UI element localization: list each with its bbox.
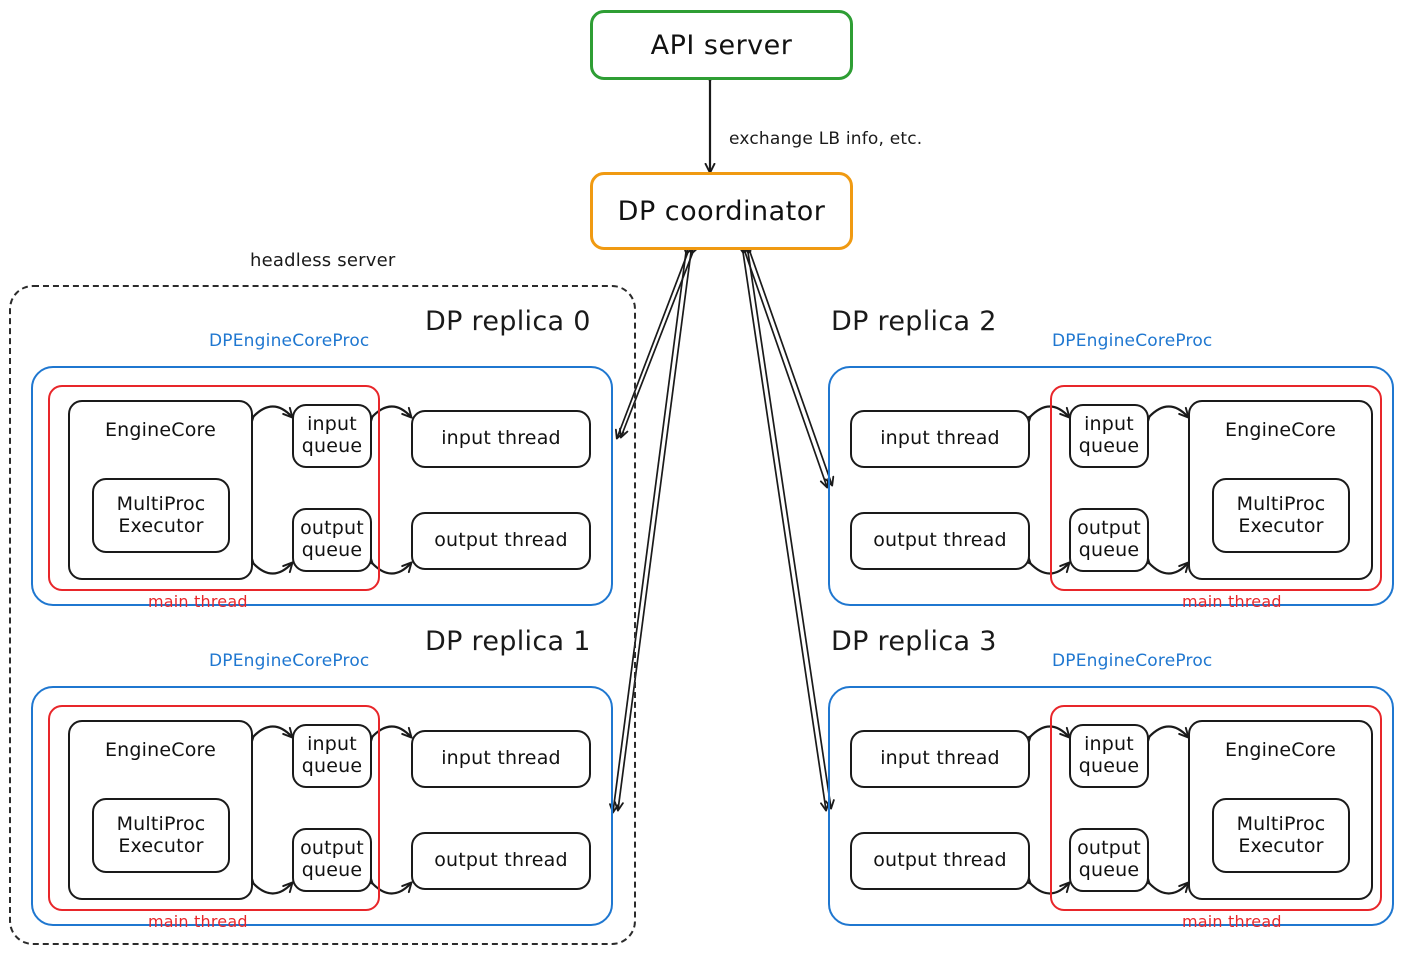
replica-2-input-queue-label-1: input <box>1084 413 1134 436</box>
replica-0-input-queue-label-1: input <box>307 413 357 436</box>
replica-1-multiproc-executor-label-2: Executor <box>118 834 204 857</box>
replica-0-multiproc-executor-label-1: MultiProc <box>116 492 206 515</box>
replica-3-input-thread-label: input thread <box>880 747 1000 770</box>
replica-3-proc-label: DPEngineCoreProc <box>1052 651 1213 671</box>
replica-3-input-queue-label-1: input <box>1084 733 1134 756</box>
replica-3-input-queue[interactable]: input queue <box>1069 724 1149 788</box>
edge-coordinator-replica-2 <box>737 242 835 489</box>
replica-3-main-thread-label: main thread <box>1182 912 1282 931</box>
api-server-label: API server <box>650 29 793 61</box>
replica-2-input-queue[interactable]: input queue <box>1069 404 1149 468</box>
replica-0-title: DP replica 0 <box>425 306 591 337</box>
replica-3-output-queue-label-1: output <box>1077 837 1141 860</box>
replica-0-main-thread-label: main thread <box>148 592 248 611</box>
replica-0-input-thread-label: input thread <box>441 427 561 450</box>
replica-2-output-thread-label: output thread <box>873 529 1007 552</box>
replica-3-input-queue-label-2: queue <box>1078 755 1140 777</box>
replica-0-output-queue-label-1: output <box>300 517 364 540</box>
edge-coordinator-replica-3 <box>737 243 835 812</box>
replica-3-engine-core-label: EngineCore <box>1224 739 1337 761</box>
replica-1-output-thread-label: output thread <box>434 849 568 872</box>
replica-1-proc-box <box>31 686 613 926</box>
replica-0-output-queue[interactable]: output queue <box>292 508 372 572</box>
headless-server-boundary <box>9 285 636 945</box>
replica-1-proc-label: DPEngineCoreProc <box>209 651 370 671</box>
replica-2-main-thread-label: main thread <box>1182 592 1282 611</box>
replica-3-input-thread[interactable]: input thread <box>850 730 1030 788</box>
replica-3-output-queue-label-2: queue <box>1078 859 1140 881</box>
replica-2-engine-core-label: EngineCore <box>1224 419 1337 441</box>
replica-1-input-thread[interactable]: input thread <box>411 730 591 788</box>
replica-0-main-thread-box <box>48 385 380 591</box>
replica-2-output-queue[interactable]: output queue <box>1069 508 1149 572</box>
replica-3-title: DP replica 3 <box>831 626 997 657</box>
replica-1-input-queue-label-1: input <box>307 733 357 756</box>
replica-3-output-thread-label: output thread <box>873 849 1007 872</box>
headless-server-label: headless server <box>250 250 396 271</box>
replica-2-output-thread[interactable]: output thread <box>850 512 1030 570</box>
replica-3-multiproc-executor-label-1: MultiProc <box>1236 812 1326 835</box>
replica-3-multiproc-executor-label-2: Executor <box>1238 834 1324 857</box>
replica-1-multiproc-executor[interactable]: MultiProc Executor <box>92 798 230 873</box>
replica-0-input-queue-label-2: queue <box>301 435 363 457</box>
replica-3-output-thread[interactable]: output thread <box>850 832 1030 890</box>
replica-2-input-thread[interactable]: input thread <box>850 410 1030 468</box>
replica-0-input-queue[interactable]: input queue <box>292 404 372 468</box>
replica-0-output-thread[interactable]: output thread <box>411 512 591 570</box>
replica-2-multiproc-executor-label-2: Executor <box>1238 514 1324 537</box>
replica-1-multiproc-executor-label-1: MultiProc <box>116 812 206 835</box>
dp-coordinator-node[interactable]: DP coordinator <box>590 172 853 250</box>
exchange-info-edge-label: exchange LB info, etc. <box>729 129 923 149</box>
replica-3-main-thread-box <box>1050 705 1382 911</box>
replica-3-multiproc-executor[interactable]: MultiProc Executor <box>1212 798 1350 873</box>
replica-1-input-queue-label-2: queue <box>301 755 363 777</box>
replica-2-proc-label: DPEngineCoreProc <box>1052 331 1213 351</box>
replica-0-input-thread[interactable]: input thread <box>411 410 591 468</box>
replica-1-main-thread-label: main thread <box>148 912 248 931</box>
replica-3-output-queue[interactable]: output queue <box>1069 828 1149 892</box>
replica-1-output-queue-label-2: queue <box>301 859 363 881</box>
replica-0-multiproc-executor-label-2: Executor <box>118 514 204 537</box>
replica-1-main-thread-box <box>48 705 380 911</box>
replica-2-proc-box <box>828 366 1394 606</box>
replica-2-output-queue-label-1: output <box>1077 517 1141 540</box>
replica-0-output-thread-label: output thread <box>434 529 568 552</box>
replica-1-output-queue-label-1: output <box>300 837 364 860</box>
replica-0-engine-core-label: EngineCore <box>104 419 217 441</box>
replica-2-input-thread-label: input thread <box>880 427 1000 450</box>
replica-0-multiproc-executor[interactable]: MultiProc Executor <box>92 478 230 553</box>
replica-1-output-queue[interactable]: output queue <box>292 828 372 892</box>
replica-2-input-queue-label-2: queue <box>1078 435 1140 457</box>
replica-1-input-queue[interactable]: input queue <box>292 724 372 788</box>
replica-1-engine-core-label: EngineCore <box>104 739 217 761</box>
replica-2-multiproc-executor[interactable]: MultiProc Executor <box>1212 478 1350 553</box>
dp-coordinator-label: DP coordinator <box>617 195 826 227</box>
replica-2-output-queue-label-2: queue <box>1078 539 1140 561</box>
replica-0-proc-label: DPEngineCoreProc <box>209 331 370 351</box>
replica-0-proc-box <box>31 366 613 606</box>
replica-2-title: DP replica 2 <box>831 306 997 337</box>
replica-1-input-thread-label: input thread <box>441 747 561 770</box>
replica-3-proc-box <box>828 686 1394 926</box>
replica-2-multiproc-executor-label-1: MultiProc <box>1236 492 1326 515</box>
api-server-node[interactable]: API server <box>590 10 853 80</box>
replica-1-title: DP replica 1 <box>425 626 591 657</box>
replica-1-output-thread[interactable]: output thread <box>411 832 591 890</box>
replica-0-output-queue-label-2: queue <box>301 539 363 561</box>
replica-2-main-thread-box <box>1050 385 1382 591</box>
